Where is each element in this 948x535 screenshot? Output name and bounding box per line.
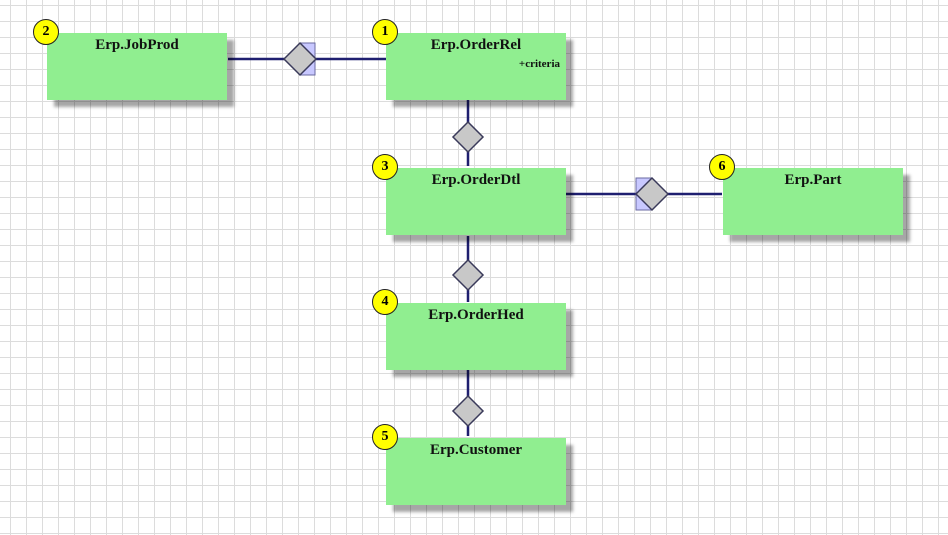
relation-orderhed-customer[interactable] xyxy=(451,370,485,436)
join-diamond-icon xyxy=(634,176,670,212)
join-diamond-icon xyxy=(282,41,318,77)
relation-orderdtl-orderhed[interactable] xyxy=(451,236,485,302)
table-node-customer[interactable]: 5 Erp.Customer xyxy=(372,424,566,505)
criteria-label: +criteria xyxy=(518,58,560,70)
table-name: Erp.OrderHed xyxy=(428,307,524,323)
join-diamond-icon xyxy=(451,258,485,292)
table-name: Erp.Customer xyxy=(429,442,523,458)
table-node-part[interactable]: 6 Erp.Part xyxy=(709,154,903,235)
relation-orderdtl-part[interactable] xyxy=(566,176,722,212)
table-name: Erp.Part xyxy=(784,172,842,188)
join-diamond-icon xyxy=(451,394,485,428)
table-name: Erp.JobProd xyxy=(95,37,179,53)
order-badge: 1 xyxy=(372,19,398,45)
table-node-jobprod[interactable]: 2 Erp.JobProd xyxy=(33,19,227,100)
relation-jobprod-orderrel[interactable] xyxy=(228,41,386,77)
table-name: Erp.OrderDtl xyxy=(431,172,521,188)
table-node-orderdtl[interactable]: 3 Erp.OrderDtl xyxy=(372,154,566,235)
order-badge: 5 xyxy=(372,424,398,450)
relation-orderrel-orderdtl[interactable] xyxy=(451,100,485,166)
table-name: Erp.OrderRel xyxy=(430,37,522,53)
order-badge: 3 xyxy=(372,154,398,180)
order-badge: 4 xyxy=(372,289,398,315)
table-node-orderhed[interactable]: 4 Erp.OrderHed xyxy=(372,289,566,370)
order-badge: 2 xyxy=(33,19,59,45)
join-diamond-icon xyxy=(451,120,485,154)
order-badge: 6 xyxy=(709,154,735,180)
table-node-orderrel[interactable]: 1 Erp.OrderRel +criteria xyxy=(372,19,566,100)
